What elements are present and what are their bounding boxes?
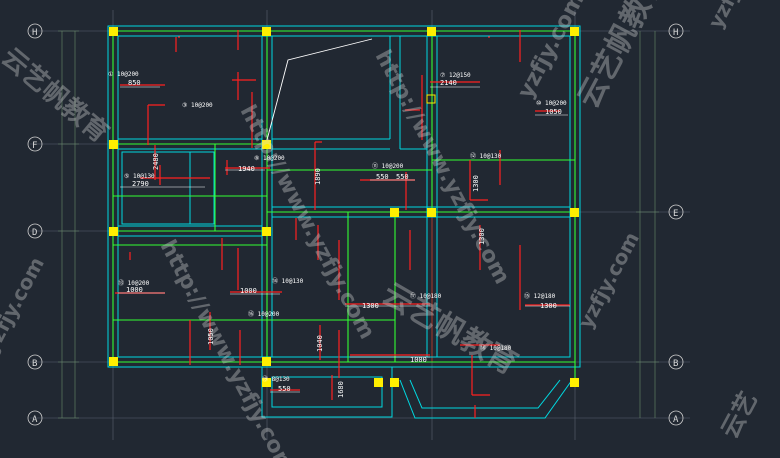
dim-1300-b: 1300 bbox=[362, 302, 379, 310]
label-14: ⑲ 8@130 bbox=[262, 375, 290, 383]
label-7: ⑪ 10@200 bbox=[372, 162, 404, 170]
axis-bubbles-left: H F D B A bbox=[27, 23, 43, 426]
rebar-labels: ① 10@200 ③ 10@200 ⑦ 12@150 ⑩ 10@200 ⑧ 10… bbox=[108, 71, 567, 383]
watermark-brand-1: 云艺帆教育 bbox=[571, 0, 672, 114]
watermark-url-1: http://www.yzfjy.com bbox=[235, 101, 380, 343]
axis-label-H-right: H bbox=[673, 28, 678, 38]
dim-2140: 2140 bbox=[440, 79, 457, 87]
axis-label-F-left: F bbox=[32, 141, 37, 151]
leader-line bbox=[266, 38, 373, 141]
dim-1300-c: 1300 bbox=[540, 302, 557, 310]
dim-1940: 1940 bbox=[238, 165, 255, 173]
dim-1050-b: 1050 bbox=[207, 328, 215, 345]
right-dimension-chain bbox=[636, 31, 659, 418]
label-6: ⑤ 10@130 bbox=[124, 173, 155, 180]
dim-1680: 1680 bbox=[337, 381, 345, 398]
dim-1000-c: 1000 bbox=[410, 356, 427, 364]
columns bbox=[109, 27, 579, 387]
axis-label-A-left: A bbox=[32, 415, 38, 425]
label-11: ⑮ 12@180 bbox=[524, 292, 556, 300]
watermark-corner: yzfjy bbox=[703, 0, 749, 32]
dim-2480: 2480 bbox=[152, 153, 160, 170]
wall-lines-cyan bbox=[107, 25, 581, 419]
watermark-brand-2: 云艺帆教育 bbox=[376, 277, 523, 382]
dim-1300-d: 1300 bbox=[478, 228, 486, 245]
label-5: ⑧ 10@200 bbox=[254, 155, 285, 162]
axis-label-E-right: E bbox=[673, 209, 678, 219]
dim-1300-a: 1300 bbox=[472, 175, 480, 192]
dimensions: 850 2140 1050 2480 1940 2790 550 550 189… bbox=[118, 79, 570, 398]
dim-2790: 2790 bbox=[132, 180, 149, 188]
watermark-url-5: yzfjy.com bbox=[573, 228, 644, 332]
dim-1890: 1890 bbox=[314, 168, 322, 185]
watermark-url-3: http://www.yzfjy.com bbox=[155, 236, 300, 458]
dim-1050: 1050 bbox=[545, 108, 562, 116]
dim-1040: 1040 bbox=[316, 335, 324, 352]
watermark-corner-brand: 云艺 bbox=[716, 387, 763, 443]
axis-label-H-left: H bbox=[32, 28, 37, 38]
label-4: ⑩ 10@200 bbox=[536, 100, 567, 107]
label-2: ③ 10@200 bbox=[182, 102, 213, 109]
label-15: ⑰ 10@180 bbox=[410, 292, 442, 300]
axis-label-A-right: A bbox=[673, 415, 679, 425]
label-10: ⑭ 10@130 bbox=[272, 277, 304, 285]
dim-850: 850 bbox=[128, 79, 141, 87]
dim-1000-a: 1000 bbox=[126, 286, 143, 294]
axis-bubbles-right: H E B A bbox=[668, 23, 684, 426]
axis-label-B-left: B bbox=[32, 359, 37, 369]
axis-label-B-right: B bbox=[673, 359, 678, 369]
label-8: ⑫ 10@130 bbox=[470, 152, 502, 160]
left-dimension-chain bbox=[58, 30, 79, 419]
watermark-url-6: yzfjy.com bbox=[0, 253, 49, 357]
dim-550-a: 550 bbox=[376, 173, 389, 181]
beam-lines-green bbox=[112, 30, 576, 385]
dim-550-c: 550 bbox=[278, 385, 291, 393]
dim-550-b: 550 bbox=[396, 173, 409, 181]
label-12: ⑯ 10@200 bbox=[248, 310, 280, 318]
rebar-lines bbox=[115, 30, 570, 418]
watermark-brand-3: 云艺帆教育 bbox=[0, 42, 115, 149]
axis-label-D-left: D bbox=[32, 228, 37, 238]
label-13: ⑱ 10@180 bbox=[480, 344, 512, 352]
dim-1000-b: 1000 bbox=[240, 287, 257, 295]
label-1: ① 10@200 bbox=[108, 71, 139, 78]
label-3: ⑦ 12@150 bbox=[440, 72, 471, 79]
label-9: ⑬ 10@200 bbox=[118, 279, 150, 287]
small-column-marker bbox=[426, 94, 436, 104]
